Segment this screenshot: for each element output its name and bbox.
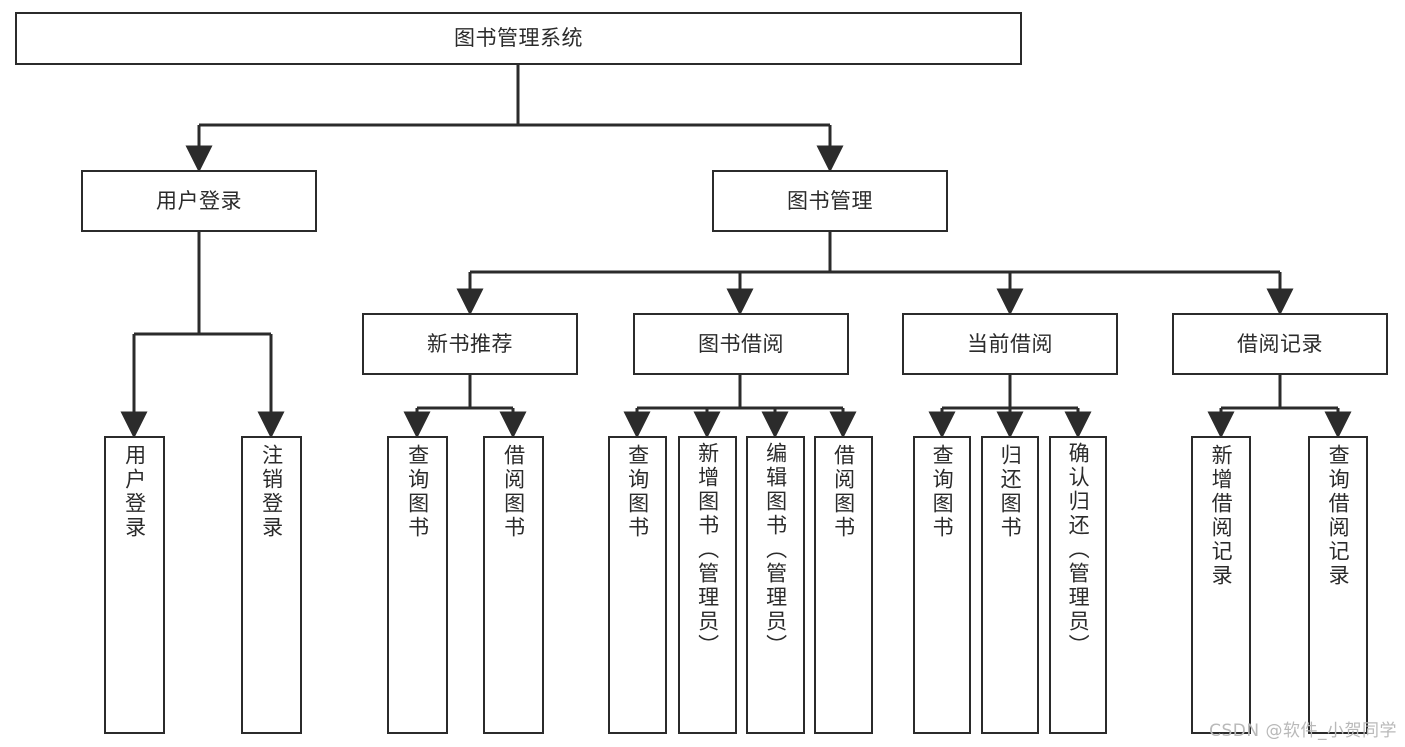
leaf-add-book-admin[interactable]: 新增图书（管理员） xyxy=(678,436,737,734)
node-current-borrowing[interactable]: 当前借阅 xyxy=(902,313,1118,375)
leaf-query-books-new[interactable]: 查询图书 xyxy=(387,436,448,734)
leaf-add-borrow-record-label: 新增借阅记录 xyxy=(1209,444,1234,588)
leaf-borrow-books-borrow-label: 借阅图书 xyxy=(831,444,856,540)
leaf-user-logout-label: 注销登录 xyxy=(259,444,284,540)
node-book-management-label: 图书管理 xyxy=(787,188,873,213)
node-user-login[interactable]: 用户登录 xyxy=(81,170,317,232)
leaf-user-login[interactable]: 用户登录 xyxy=(104,436,165,734)
leaf-confirm-return-admin[interactable]: 确认归还（管理员） xyxy=(1049,436,1107,734)
leaf-add-book-admin-label: 新增图书（管理员） xyxy=(695,442,720,658)
node-book-management[interactable]: 图书管理 xyxy=(712,170,948,232)
node-borrow-records-label: 借阅记录 xyxy=(1237,331,1323,356)
leaf-query-books-borrow[interactable]: 查询图书 xyxy=(608,436,667,734)
node-new-book-recommendation[interactable]: 新书推荐 xyxy=(362,313,578,375)
leaf-confirm-return-admin-label: 确认归还（管理员） xyxy=(1066,442,1091,658)
leaf-query-borrow-record-label: 查询借阅记录 xyxy=(1326,444,1351,588)
leaf-query-books-current[interactable]: 查询图书 xyxy=(913,436,971,734)
leaf-borrow-books-new-label: 借阅图书 xyxy=(501,444,526,540)
leaf-user-login-label: 用户登录 xyxy=(122,444,147,540)
node-user-login-label: 用户登录 xyxy=(156,188,242,213)
leaf-query-books-current-label: 查询图书 xyxy=(930,444,955,540)
leaf-return-books-label: 归还图书 xyxy=(998,444,1023,540)
leaf-edit-book-admin[interactable]: 编辑图书（管理员） xyxy=(746,436,805,734)
node-current-borrowing-label: 当前借阅 xyxy=(967,331,1053,356)
leaf-return-books[interactable]: 归还图书 xyxy=(981,436,1039,734)
leaf-add-borrow-record[interactable]: 新增借阅记录 xyxy=(1191,436,1251,734)
leaf-query-borrow-record[interactable]: 查询借阅记录 xyxy=(1308,436,1368,734)
node-new-book-recommendation-label: 新书推荐 xyxy=(427,331,513,356)
node-root-label: 图书管理系统 xyxy=(454,26,583,51)
leaf-query-books-new-label: 查询图书 xyxy=(405,444,430,540)
leaf-edit-book-admin-label: 编辑图书（管理员） xyxy=(763,442,788,658)
node-book-borrowing-label: 图书借阅 xyxy=(698,331,784,356)
leaf-user-logout[interactable]: 注销登录 xyxy=(241,436,302,734)
node-book-borrowing[interactable]: 图书借阅 xyxy=(633,313,849,375)
leaf-borrow-books-borrow[interactable]: 借阅图书 xyxy=(814,436,873,734)
node-root[interactable]: 图书管理系统 xyxy=(15,12,1022,65)
node-borrow-records[interactable]: 借阅记录 xyxy=(1172,313,1388,375)
leaf-query-books-borrow-label: 查询图书 xyxy=(625,444,650,540)
leaf-borrow-books-new[interactable]: 借阅图书 xyxy=(483,436,544,734)
